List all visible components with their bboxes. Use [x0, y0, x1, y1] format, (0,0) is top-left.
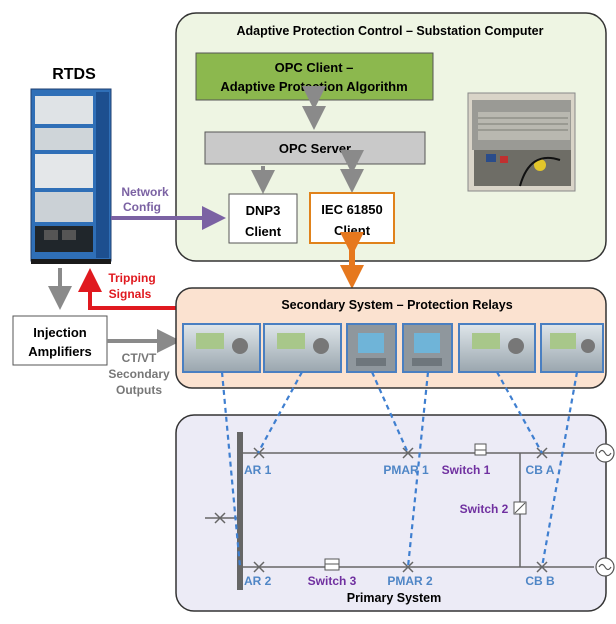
- substation-computer-photo: [467, 92, 576, 192]
- relay-2: [263, 323, 342, 373]
- ctvt-label-2: Secondary: [108, 367, 170, 381]
- tripping-signal-arrow: [78, 268, 184, 310]
- ar2-label: AR 2: [244, 574, 272, 588]
- pmar1-breaker: [402, 447, 414, 459]
- relay-6: [540, 323, 604, 373]
- relay1-ar2-link: [220, 371, 242, 568]
- iec-line1: IEC 61850: [321, 202, 382, 217]
- network-label-2: Config: [123, 200, 161, 214]
- cba-label: CB A: [526, 463, 555, 477]
- opc-server-block: [204, 131, 426, 165]
- pmar1-label: PMAR 1: [383, 463, 429, 477]
- ar2-breaker: [253, 561, 265, 573]
- primary-panel-title: Primary System: [347, 591, 442, 605]
- injection-amplifiers-block: [12, 315, 108, 366]
- secondary-panel-title: Secondary System – Protection Relays: [281, 298, 512, 312]
- network-label-1: Network: [121, 185, 169, 199]
- ctvt-label-3: Outputs: [116, 383, 162, 397]
- ctvt-label-1: CT/VT: [122, 351, 157, 365]
- relay-4: [402, 323, 453, 373]
- relay2-ar1-link: [257, 371, 303, 454]
- generator-b-icon: [595, 557, 615, 577]
- opc-server-label: OPC Server: [279, 141, 351, 156]
- rtds-rack: [30, 88, 112, 264]
- switch2-label: Switch 2: [460, 502, 509, 516]
- switch2-symbol: [513, 501, 527, 515]
- relay-5: [458, 323, 536, 373]
- opc-client-line2: Adaptive Protection Algorithm: [220, 79, 407, 94]
- iec-line2: Client: [334, 223, 371, 238]
- rtds-title: RTDS: [52, 66, 96, 83]
- generator-a-icon: [595, 443, 615, 463]
- dnp3-line1: DNP3: [246, 203, 281, 218]
- dnp3-line2: Client: [245, 224, 282, 239]
- ar1-label: AR 1: [244, 463, 272, 477]
- relay4-pmar2-link: [406, 371, 430, 568]
- relay5-cba-link: [496, 371, 543, 454]
- relay3-pmar1-link: [370, 371, 410, 454]
- switch1-label: Switch 1: [442, 463, 491, 477]
- control-panel-title: Adaptive Protection Control – Substation…: [237, 24, 544, 38]
- opc-client-line1: OPC Client –: [275, 60, 354, 75]
- relay-1: [182, 323, 261, 373]
- tripping-label-2: Signals: [109, 287, 152, 301]
- injection-line1: Injection: [33, 325, 87, 340]
- pmar2-breaker: [402, 561, 414, 573]
- pmar2-label: PMAR 2: [387, 574, 433, 588]
- switch3-label: Switch 3: [308, 574, 357, 588]
- tripping-label-1: Tripping: [108, 271, 155, 285]
- relay6-cbb-link: [540, 371, 579, 568]
- cbb-label: CB B: [525, 574, 555, 588]
- bus-feeder-x: [214, 512, 226, 524]
- injection-line2: Amplifiers: [28, 344, 92, 359]
- dnp3-client-block: [228, 193, 298, 244]
- relay-3: [346, 323, 397, 373]
